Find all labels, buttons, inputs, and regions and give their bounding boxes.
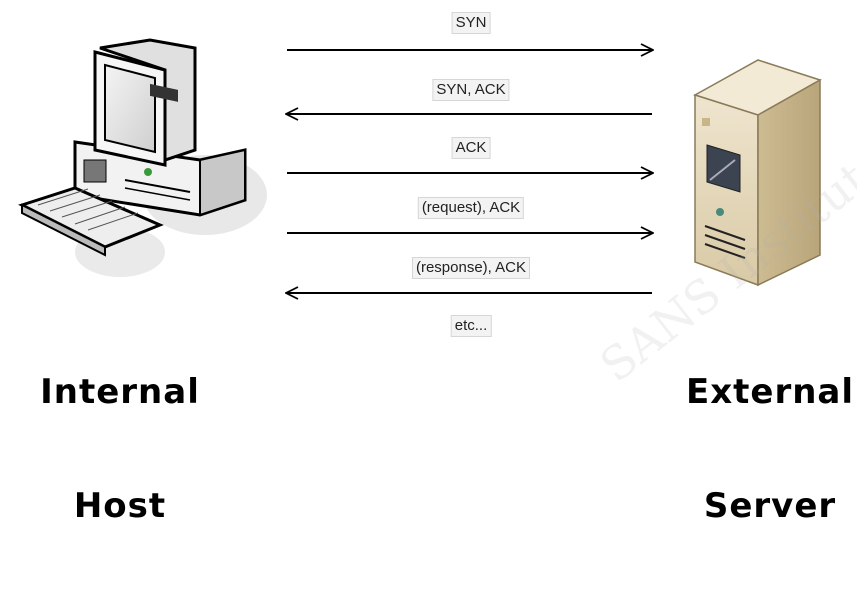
left-node-label-line2: Host: [73, 486, 167, 526]
right-node-label-line2: Server: [703, 486, 837, 526]
message-label-ack: ACK: [451, 137, 491, 159]
left-node-label-line1: Internal: [40, 372, 200, 412]
message-label-response-ack: (response), ACK: [411, 257, 531, 279]
right-node-label-line1: External: [685, 372, 855, 412]
tcp-handshake-diagram: SANS Institute SYN SYN, ACK ACK (request…: [18, 12, 857, 525]
left-node-label: Internal Host: [40, 297, 200, 601]
diagram-canvas: [18, 38, 822, 377]
message-label-syn-ack: SYN, ACK: [432, 79, 510, 101]
message-arrows: [287, 50, 652, 293]
desktop-computer-icon: [18, 38, 267, 277]
message-label-request-ack: (request), ACK: [417, 197, 525, 219]
message-label-etc: etc...: [450, 315, 492, 337]
server-tower-icon: [693, 59, 822, 287]
right-node-label: External Server: [686, 297, 854, 601]
message-label-syn: SYN: [451, 12, 491, 34]
